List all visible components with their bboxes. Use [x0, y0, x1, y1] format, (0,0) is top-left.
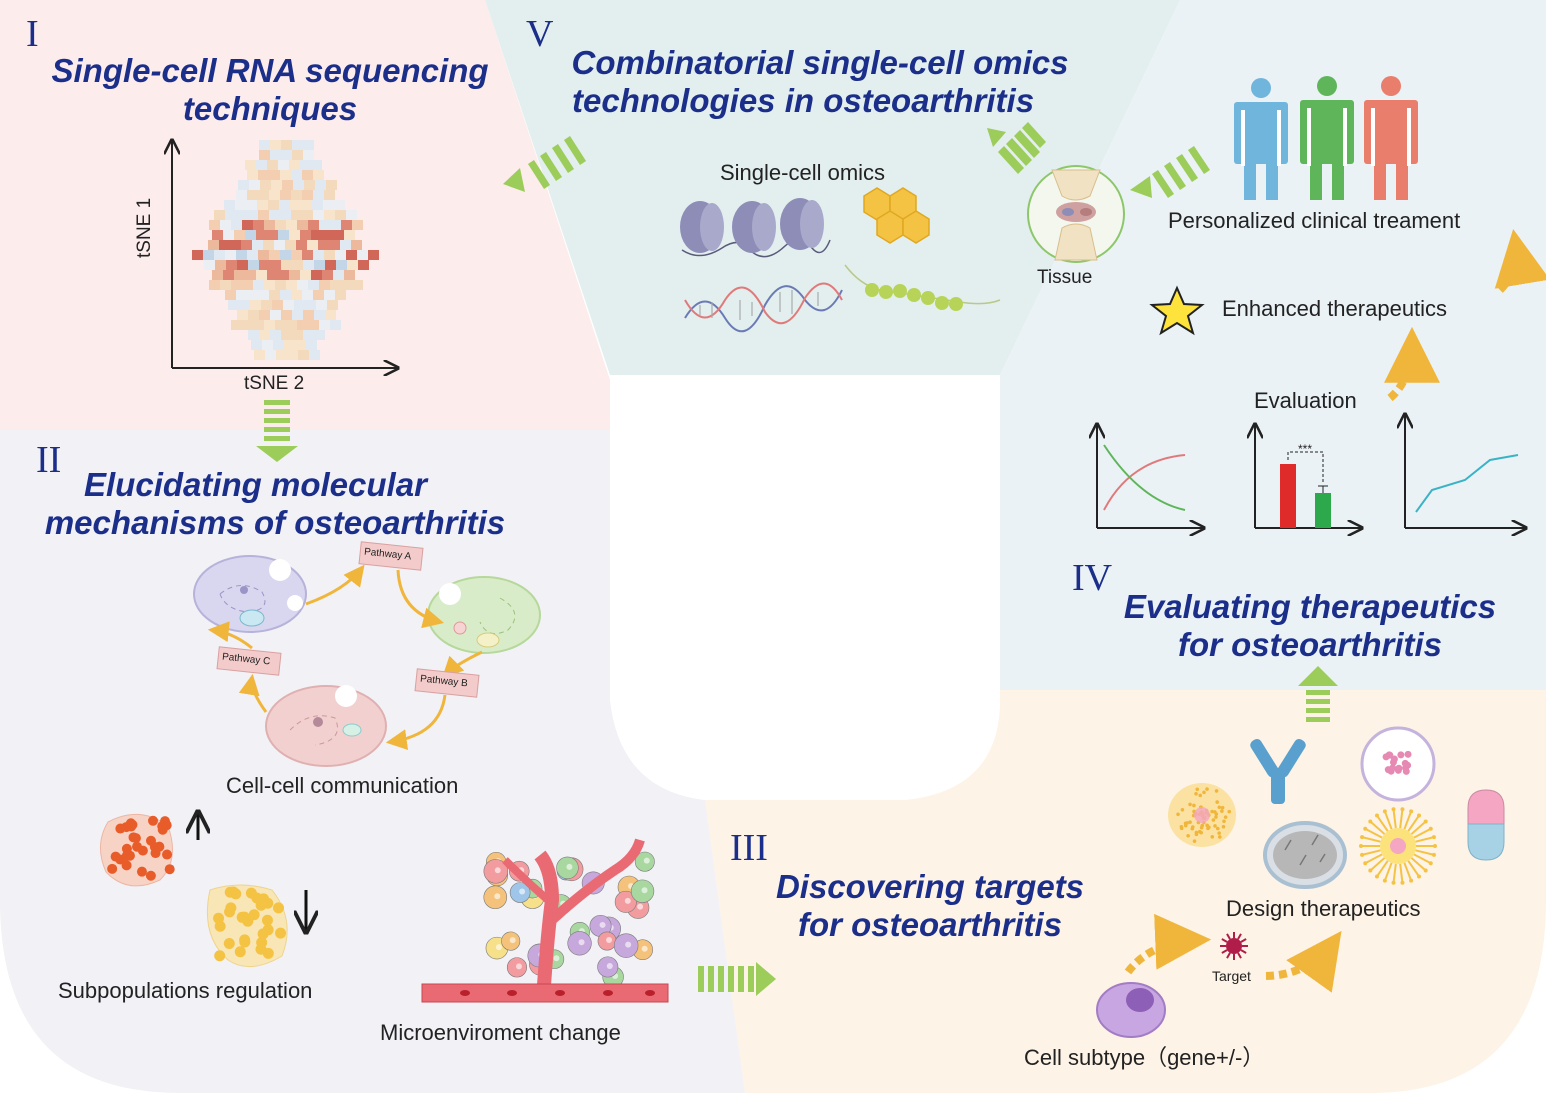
star-icon [1149, 285, 1205, 336]
pathway-arrow-b-in [385, 694, 447, 751]
liposome-icon [1360, 726, 1436, 802]
section-3-title-line2: for osteoarthritis [797, 906, 1063, 943]
evaluation-chart-curves [1097, 424, 1204, 528]
cell-pink [265, 685, 387, 767]
subpopulation-increase-icon [100, 813, 175, 887]
arrow-2-to-3 [698, 962, 776, 996]
bar-red [1280, 464, 1296, 528]
cell-purple [193, 555, 307, 633]
enhanced-therapeutics-label: Enhanced therapeutics [1222, 296, 1448, 321]
section-1-title-line2: techniques [182, 90, 358, 127]
pathway-a-box [358, 541, 424, 571]
subpopulations-regulation-label: Subpopulations regulation [58, 978, 313, 1003]
section-2-title-line1: Elucidating molecular [84, 466, 427, 503]
section-2-title: Elucidating molecular mechanisms of oste… [30, 466, 520, 542]
panel-4-background [1000, 0, 1546, 690]
arrow-cell-to-target [1124, 913, 1212, 975]
micelle-icon [1359, 807, 1437, 885]
pathway-b-box [414, 668, 480, 698]
subpopulation-decrease-icon [206, 884, 288, 967]
bar-green [1315, 493, 1331, 528]
arrow-patients-to-tissue [1130, 146, 1210, 198]
pathway-arrow-c-out [238, 673, 268, 713]
section-1-title-line1: Single-cell RNA sequencing [51, 52, 489, 89]
tsne-heatmap [192, 140, 379, 360]
cell-subtype-icon [1096, 982, 1166, 1038]
pathway-arrow-a-out [305, 564, 365, 606]
section-2-numeral: II [36, 439, 62, 481]
patient-icon-red [1364, 76, 1418, 200]
hydrogel-icon [1263, 821, 1347, 889]
arrow-3-to-4 [1298, 666, 1338, 722]
antibody-icon [1250, 739, 1306, 804]
honeycomb-icon [863, 187, 930, 244]
arrow-tissue-to-5 [987, 122, 1046, 174]
pathway-arrow-c-in [207, 621, 253, 650]
target-label: Target [1212, 968, 1251, 984]
peptide-chain-icon [844, 264, 1001, 311]
microenvironment-illustration [421, 838, 669, 1003]
tsne-x-axis-label: tSNE 2 [244, 373, 305, 394]
section-3-title: Discovering targets for osteoarthritis [760, 868, 1100, 944]
evaluation-chart-bars: *** [1255, 424, 1362, 528]
arrow-5-to-1 [503, 136, 586, 192]
section-1-numeral: I [26, 13, 39, 55]
target-icon [1220, 932, 1248, 960]
section-4-title: Evaluating therapeutics for osteoarthrit… [1110, 588, 1510, 664]
section-2-title-line2: mechanisms of osteoarthritis [44, 504, 506, 541]
arrow-target-to-design [1265, 930, 1342, 993]
section-4-numeral: IV [1072, 557, 1113, 599]
pathway-c-box [216, 646, 282, 676]
section-5-title-line1: Combinatorial single-cell omics [571, 44, 1069, 81]
arrow-enhanced-to-personalized [1494, 228, 1546, 293]
section-5-title: Combinatorial single-cell omics technolo… [560, 44, 1080, 120]
center-hole [610, 375, 1000, 800]
single-cell-omics-label: Single-cell omics [720, 160, 886, 185]
section-4-title-line2: for osteoarthritis [1177, 626, 1443, 663]
patient-icon-blue [1234, 78, 1288, 200]
microenvironment-change-label: Microenviroment change [380, 1020, 621, 1045]
section-3-numeral: III [730, 827, 768, 869]
tissue-label: Tissue [1037, 267, 1093, 288]
dna-helix-icon [684, 282, 843, 333]
personalized-treatment-label: Personalized clinical treament [1168, 208, 1461, 233]
arrow-1-to-2 [256, 400, 298, 462]
panel-2-background [0, 430, 745, 1093]
nucleosome-icon [680, 198, 831, 258]
cell-subtype-label: Cell subtype（gene+/-） [1024, 1045, 1265, 1070]
capsule-icon [1467, 789, 1505, 861]
patient-icon-green [1300, 76, 1354, 200]
cell-communication-label: Cell-cell communication [226, 773, 459, 798]
knee-joint-icon [1027, 165, 1125, 263]
tsne-y-axis-label: tSNE 1 [134, 197, 155, 258]
section-3-title-line1: Discovering targets [775, 868, 1085, 905]
panel-5-background [485, 0, 1180, 375]
evaluation-label: Evaluation [1254, 388, 1357, 413]
evaluation-chart-line [1405, 414, 1526, 528]
significance-stars: *** [1298, 442, 1312, 456]
pathway-arrow-a-in [396, 569, 445, 629]
arrow-evaluation-to-enhanced [1383, 326, 1440, 402]
section-4-title-line1: Evaluating therapeutics [1123, 588, 1497, 625]
section-1-title: Single-cell RNA sequencing techniques [40, 52, 500, 128]
cell-green [427, 576, 541, 654]
design-therapeutics-label: Design therapeutics [1226, 896, 1421, 921]
nanoparticle-yellow-icon [1168, 783, 1236, 847]
tsne-plot [172, 140, 398, 368]
section-5-numeral: V [526, 13, 554, 55]
section-5-title-line2: technologies in osteoarthritis [572, 82, 1035, 119]
